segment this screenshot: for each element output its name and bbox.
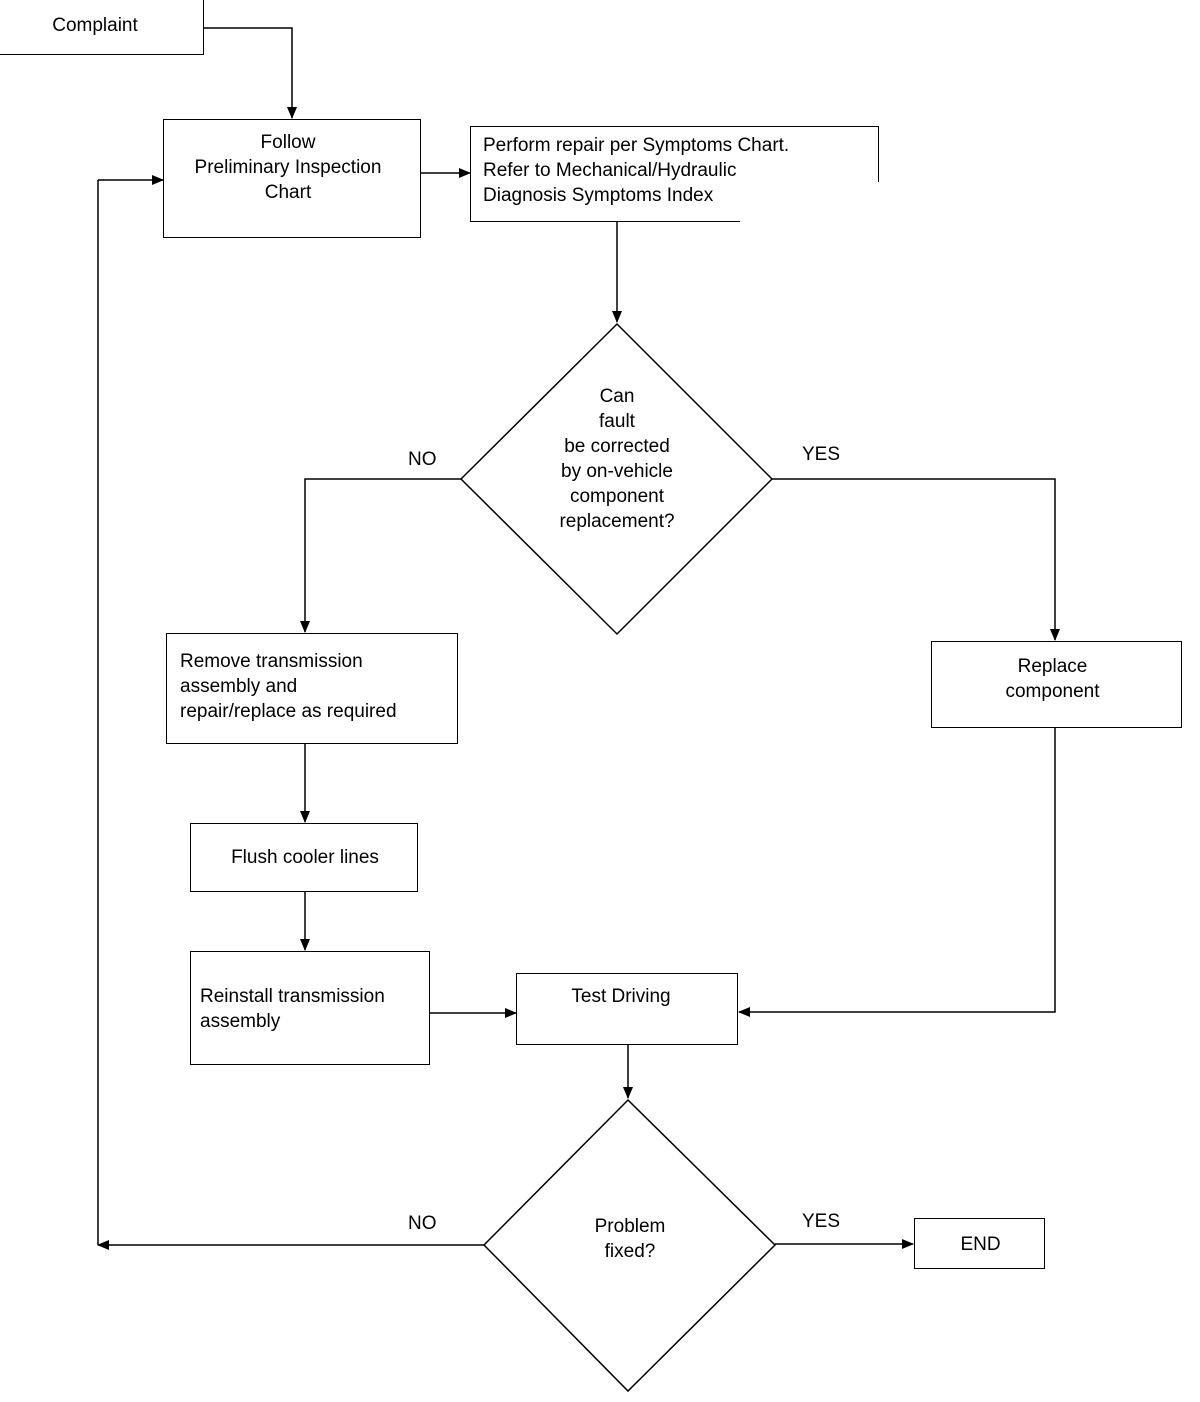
symptoms-box-gap bbox=[740, 182, 882, 224]
fault-yes-label: YES bbox=[802, 444, 841, 465]
complaint-text: Complaint bbox=[52, 15, 138, 36]
fixed-yes-label: YES bbox=[802, 1211, 841, 1232]
arrow-fault-no-to-remove bbox=[300, 478, 461, 633]
remove-transmission-text: Remove transmission assembly and repair/… bbox=[180, 651, 397, 722]
reinstall-transmission-box: Reinstall transmission assembly bbox=[190, 951, 430, 1065]
complaint-box: Complaint bbox=[0, 0, 204, 55]
decision-fault-diamond bbox=[459, 322, 774, 636]
reinstall-transmission-text: Reinstall transmission assembly bbox=[200, 986, 385, 1032]
arrow-replace-to-test bbox=[738, 728, 1056, 1017]
replace-component-box: Replace component bbox=[931, 641, 1182, 728]
arrow-complaint-to-preliminary bbox=[204, 27, 297, 119]
preliminary-inspection-box: Follow Preliminary Inspection Chart bbox=[163, 119, 421, 238]
flush-cooler-lines-text: Flush cooler lines bbox=[231, 847, 379, 868]
symptoms-chart-text: Perform repair per Symptoms Chart. Refer… bbox=[483, 135, 790, 206]
test-driving-text: Test Driving bbox=[571, 986, 671, 1007]
decision-fixed-text: Problem fixed? bbox=[594, 1216, 666, 1262]
flush-cooler-lines-box: Flush cooler lines bbox=[190, 823, 418, 892]
fault-no-label: NO bbox=[408, 449, 437, 470]
test-driving-box: Test Driving bbox=[516, 973, 738, 1045]
fixed-no-label: NO bbox=[408, 1213, 437, 1234]
replace-component-text: Replace component bbox=[1005, 656, 1100, 702]
end-text: END bbox=[960, 1234, 1001, 1255]
decision-fixed-diamond bbox=[482, 1098, 777, 1393]
end-box: END bbox=[914, 1218, 1045, 1269]
decision-fault-text: Can fault be corrected by on-vehicle com… bbox=[559, 386, 675, 532]
symptoms-chart-box: Perform repair per Symptoms Chart. Refer… bbox=[470, 126, 879, 222]
arrow-fault-yes-to-replace bbox=[772, 478, 1060, 641]
remove-transmission-box: Remove transmission assembly and repair/… bbox=[166, 633, 458, 744]
preliminary-inspection-text: Follow Preliminary Inspection Chart bbox=[194, 132, 382, 203]
